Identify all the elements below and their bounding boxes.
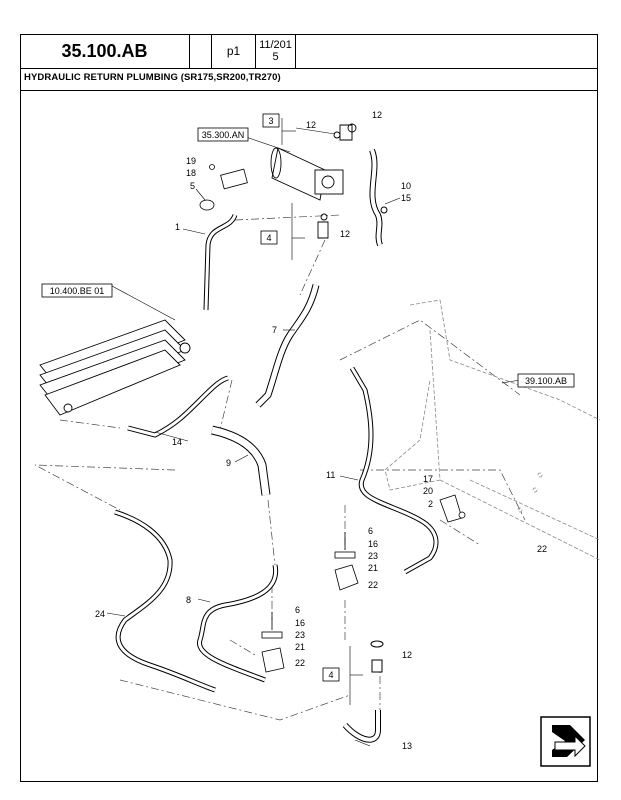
callout-12-a: 12 (306, 120, 316, 130)
callout-lines (106, 118, 521, 747)
callout-22-c: 22 (295, 658, 305, 668)
callout-box-3: 3 (262, 113, 280, 128)
next-arrow-icon[interactable] (540, 716, 591, 767)
filter-assembly (270, 123, 357, 239)
callout-17: 17 (423, 474, 433, 484)
ref-39100-text: 39.100.AB (525, 376, 567, 386)
ref-box-39100: 39.100.AB (517, 373, 575, 388)
hose-10 (369, 148, 388, 247)
callout-23-b: 23 (295, 630, 305, 640)
callout-10: 10 (401, 181, 411, 191)
bolt-bracket (439, 494, 466, 523)
callout-24: 24 (95, 609, 105, 619)
chassis-panel (384, 299, 601, 561)
callout-4-lower: 4 (328, 670, 333, 680)
tube-8 (197, 564, 279, 683)
callout-11: 11 (326, 470, 335, 480)
ref-box-35300: 35.300.AN (197, 127, 249, 142)
callout-3: 3 (268, 116, 273, 126)
issue-date: 11/201 5 (256, 34, 296, 68)
header-blank-cell (190, 34, 212, 68)
page-frame (20, 34, 598, 782)
ref-10400-text: 10.400.BE 01 (50, 286, 105, 296)
callout-20: 20 (423, 486, 433, 496)
ref-35300-text: 35.300.AN (202, 130, 245, 140)
callout-13: 13 (402, 741, 412, 751)
callout-12-b: 12 (372, 110, 382, 120)
diagram-title: HYDRAULIC RETURN PLUMBING (SR175,SR200,T… (24, 72, 281, 83)
hose-14 (127, 375, 229, 438)
callout-21-a: 21 (368, 563, 378, 573)
callout-8: 8 (186, 595, 191, 605)
tube-24 (114, 509, 216, 693)
hose-1 (203, 213, 238, 311)
title-divider (20, 90, 598, 91)
callout-15: 15 (401, 193, 411, 203)
callout-6-a: 6 (368, 526, 373, 536)
part-code: 35.100.AB (20, 34, 190, 68)
callout-16-b: 16 (295, 618, 305, 628)
hose-7 (255, 284, 320, 408)
elbow-13 (342, 640, 384, 743)
leader-lines (34, 214, 526, 721)
callout-5: 5 (190, 181, 195, 191)
callout-12-c: 12 (340, 229, 350, 239)
header-row: 35.100.AB p1 11/201 5 (20, 34, 296, 68)
issue-date-line2: 5 (272, 51, 279, 63)
hose-9 (210, 425, 271, 496)
callout-2: 2 (428, 499, 433, 509)
callout-4-upper: 4 (266, 233, 271, 243)
callout-14: 14 (172, 437, 182, 447)
callout-box-4-lower: 4 (322, 667, 340, 682)
callout-6-b: 6 (295, 605, 300, 615)
ref-box-10400: 10.400.BE 01 (41, 283, 113, 298)
callout-18: 18 (186, 168, 196, 178)
callout-21-b: 21 (295, 642, 305, 652)
callout-box-4-upper: 4 (260, 230, 278, 245)
callout-labels: 12 12 12 12 19 18 5 1 10 15 7 14 9 11 17… (95, 110, 547, 751)
callout-7: 7 (272, 325, 277, 335)
header-divider (20, 68, 598, 69)
callout-12-d: 12 (402, 650, 412, 660)
clamp-blocks (261, 532, 359, 673)
valve-block (39, 319, 191, 416)
callout-1: 1 (175, 222, 180, 232)
callout-22-b: 22 (368, 580, 378, 590)
tube-11 (349, 366, 439, 575)
issue-date-line1: 11/201 (259, 39, 292, 51)
callout-16-a: 16 (368, 539, 378, 549)
callout-23-a: 23 (368, 551, 378, 561)
page-number: p1 (212, 34, 256, 68)
clamp-part-5 (199, 164, 248, 211)
callout-19: 19 (186, 156, 196, 166)
callout-22-a: 22 (537, 544, 547, 554)
callout-9: 9 (226, 458, 231, 468)
